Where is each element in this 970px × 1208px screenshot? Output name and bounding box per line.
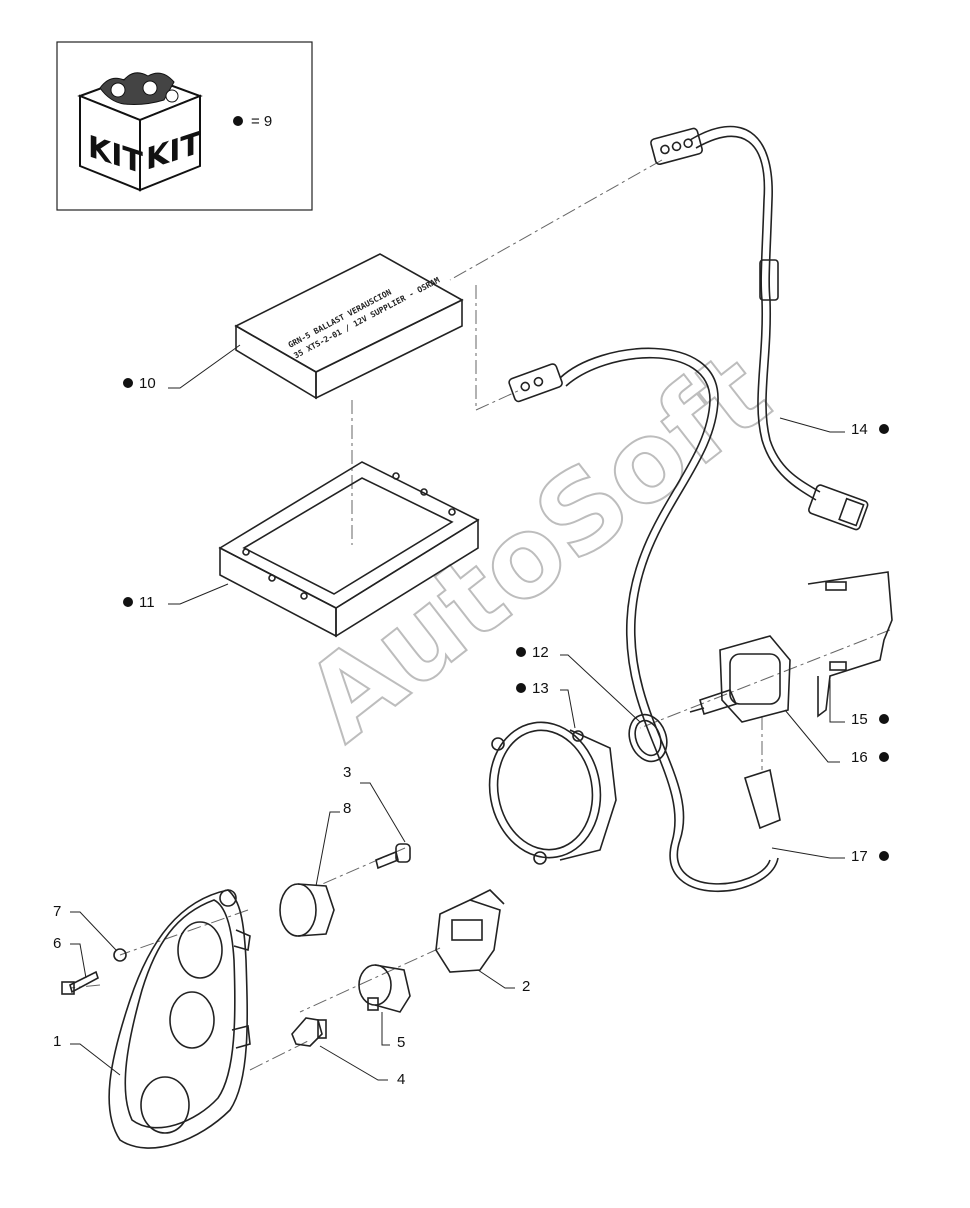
callout-11: 11 bbox=[123, 594, 155, 611]
part-7-washer bbox=[113, 948, 127, 962]
callout-bullet-icon bbox=[123, 597, 133, 607]
part-4-small-bulb bbox=[291, 1017, 327, 1047]
ballast-label-line-1: GRN-5 BALLAST VERAUSCION bbox=[287, 287, 393, 349]
part-13-fog-lamp bbox=[488, 721, 617, 865]
kit-bullet-icon bbox=[233, 116, 243, 126]
leader-lines bbox=[70, 344, 845, 1081]
callout-5: 5 bbox=[397, 1034, 405, 1051]
callout-bullet-icon bbox=[516, 683, 526, 693]
callout-label: 14 bbox=[851, 421, 868, 438]
callout-label: 12 bbox=[532, 644, 549, 661]
part-14-wiring-harness bbox=[650, 125, 869, 531]
callout-16: 16 bbox=[851, 749, 889, 766]
callout-label: 10 bbox=[139, 375, 156, 392]
callout-bullet-icon bbox=[879, 752, 889, 762]
kit-legend: KIT KIT = 9 bbox=[56, 41, 313, 211]
callout-6: 6 bbox=[53, 935, 61, 952]
callout-1: 1 bbox=[53, 1033, 61, 1050]
callout-label: 17 bbox=[851, 848, 868, 865]
part-5-bulb-holder bbox=[358, 964, 411, 1013]
callout-bullet-icon bbox=[879, 851, 889, 861]
callout-14: 14 bbox=[851, 421, 889, 438]
callout-3: 3 bbox=[343, 764, 351, 781]
callout-12: 12 bbox=[516, 644, 549, 661]
part-6-bolt bbox=[61, 970, 99, 995]
part-1-lamp-housing bbox=[108, 889, 251, 1149]
callout-4: 4 bbox=[397, 1071, 405, 1088]
callout-bullet-icon bbox=[516, 647, 526, 657]
part-8-lamp-socket bbox=[279, 883, 335, 937]
part-16-xenon-bulb bbox=[689, 635, 791, 723]
part-2-socket-bracket bbox=[435, 889, 505, 973]
part-11-ballast-frame bbox=[218, 461, 480, 638]
callout-bullet-icon bbox=[123, 378, 133, 388]
watermark: AutoSoft bbox=[282, 328, 792, 766]
part-15-bracket bbox=[807, 571, 893, 718]
kit-box-icon: KIT KIT bbox=[77, 72, 203, 192]
callout-2: 2 bbox=[522, 978, 530, 995]
callout-label: 16 bbox=[851, 749, 868, 766]
callout-label: 11 bbox=[139, 594, 155, 611]
callout-bullet-icon bbox=[879, 424, 889, 434]
callout-15: 15 bbox=[851, 711, 889, 728]
part-12-seal-ring bbox=[628, 713, 668, 763]
part-3-screw bbox=[375, 843, 411, 870]
callout-10: 10 bbox=[123, 375, 156, 392]
callout-13: 13 bbox=[516, 680, 549, 697]
kit-equation: = 9 bbox=[251, 113, 272, 130]
callout-label: 15 bbox=[851, 711, 868, 728]
part-17-bulb-cable bbox=[508, 347, 781, 893]
callout-7: 7 bbox=[53, 903, 61, 920]
callout-8: 8 bbox=[343, 800, 351, 817]
callout-17: 17 bbox=[851, 848, 889, 865]
callout-label: 13 bbox=[532, 680, 549, 697]
callout-bullet-icon bbox=[879, 714, 889, 724]
part-10-ballast: GRN-5 BALLAST VERAUSCION 35 XTS-2-01 / 1… bbox=[234, 253, 464, 400]
